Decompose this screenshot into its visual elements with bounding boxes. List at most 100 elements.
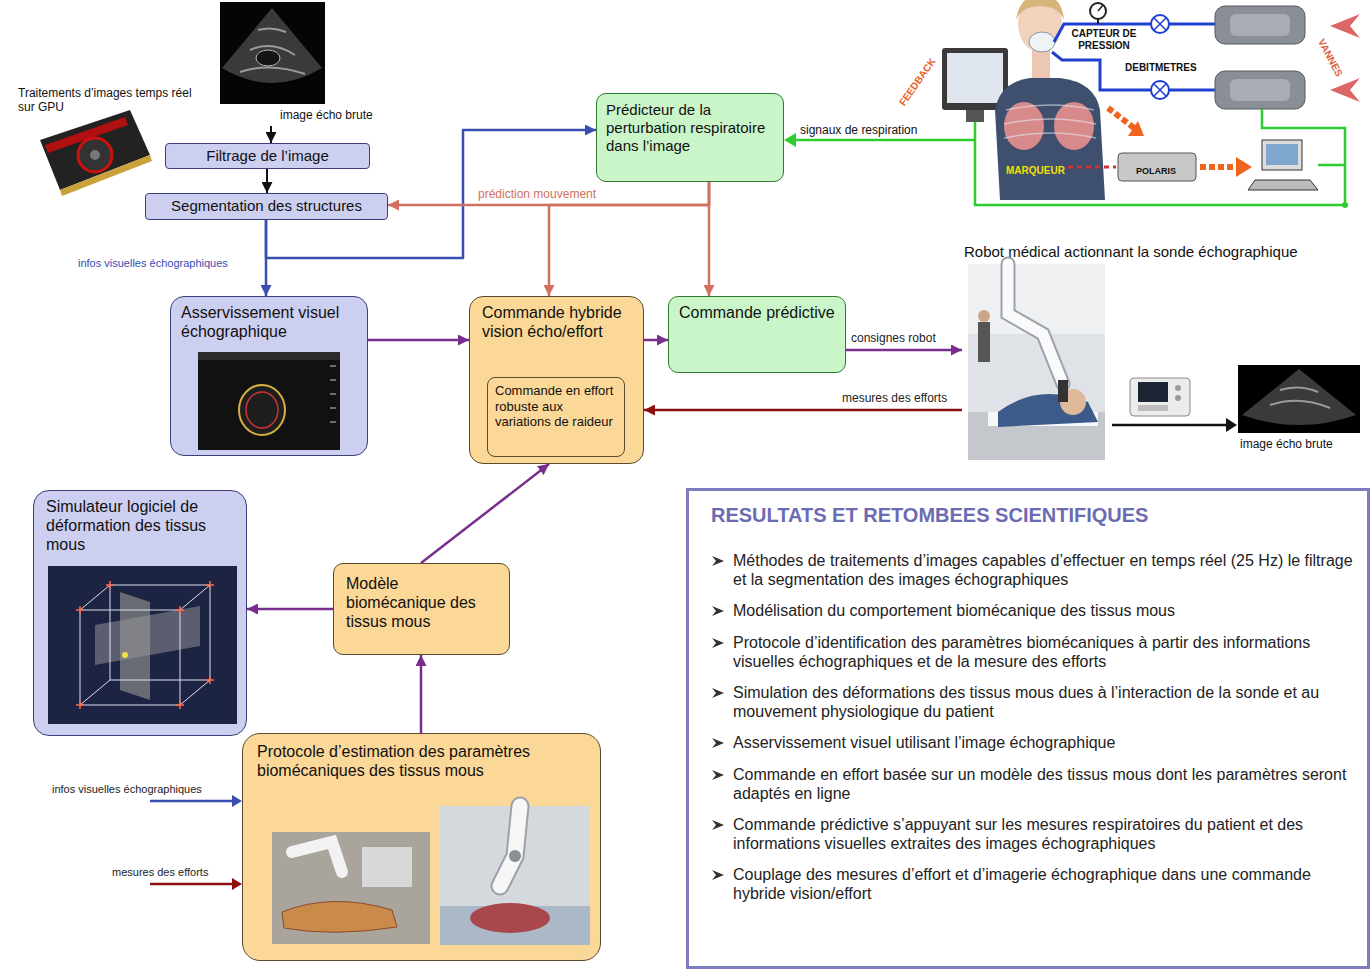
box-label: Commande hybride vision écho/effort: [482, 303, 633, 341]
box-label: Robot médical actionnant la sonde échogr…: [964, 243, 1330, 261]
edge-label-anchor: prédiction mouvement: [478, 187, 596, 201]
echo-image: [1238, 365, 1360, 433]
flow-arrow: [846, 349, 962, 352]
bullet-item: Simulation des déformations des tissus m…: [711, 683, 1355, 721]
respiration-setup: [1266, 144, 1298, 165]
predictor-box: Prédicteur de la perturbation respiratoi…: [596, 93, 784, 182]
bullet-text: Commande prédictive s’appuyant sur les m…: [733, 815, 1355, 853]
ultrasound-device: [1130, 378, 1190, 416]
box-label: Modèle biomécanique des tissus mous: [346, 574, 499, 632]
bullet-marker: [712, 638, 724, 648]
bullet-marker: [711, 736, 725, 750]
robot-node: Robot médical actionnant la sonde échogr…: [962, 242, 1334, 460]
ultrasound-device: [1138, 405, 1168, 411]
lab-photo: [500, 806, 520, 886]
ultrasound-device: [1226, 418, 1237, 432]
bullet-marker: [712, 870, 724, 880]
flow-arrow: [247, 608, 333, 611]
ultrasound-device: [1175, 385, 1181, 391]
annotation-anchor: mesures des efforts: [112, 866, 208, 879]
ultrasound-screenshot: [239, 385, 285, 435]
bullet-item: Protocole d’identification des paramètre…: [711, 633, 1355, 671]
ultrasound-device: [1138, 382, 1168, 402]
annotation-anchor: infos visuelles échographiques: [52, 783, 202, 796]
model-box: Modèle biomécanique des tissus mous: [333, 563, 510, 655]
bullet-item: Commande prédictive s’appuyant sur les m…: [711, 815, 1355, 853]
respiration-setup: [1342, 202, 1348, 208]
flow-arrow: [266, 169, 268, 193]
respiration-setup: [1248, 180, 1318, 190]
bullet-text: Commande en effort basée sur un modèle d…: [733, 765, 1355, 803]
ultrasound-device: [1112, 378, 1237, 432]
annotation-anchor: DEBITMETRES: [1125, 62, 1197, 74]
lab-photo: [282, 901, 397, 932]
bullet-item: Commande en effort basée sur un modèle d…: [711, 765, 1355, 803]
respiration-setup: [1215, 71, 1305, 109]
bullet-item: Couplage des mesures d’effort et d’image…: [711, 865, 1355, 903]
bullet-item: Modélisation du comportement biomécaniqu…: [711, 601, 1355, 620]
gpu-card: [78, 138, 112, 172]
bullet-marker: [712, 606, 724, 616]
bullet-marker: [711, 868, 725, 882]
box-label: Commande prédictive: [679, 303, 837, 322]
simulator-render: [80, 585, 210, 705]
results-panel: RESULTATS ET RETOMBEES SCIENTIFIQUESMéth…: [686, 488, 1370, 969]
lab-photo: [292, 842, 342, 872]
respiration-setup: [1004, 105, 1096, 138]
echo-image-node: image écho brute: [218, 2, 390, 126]
box-label: Simulateur logiciel de déformation des t…: [46, 497, 236, 555]
lab-photo: [440, 806, 590, 945]
bullet-text: Couplage des mesures d’effort et d’image…: [733, 865, 1355, 903]
annotation-label: FEEDBACK: [896, 54, 940, 110]
flow-arrow: [708, 182, 711, 296]
bullet-marker: [711, 768, 725, 782]
bullet-marker: [712, 738, 724, 748]
simulator-render: [110, 585, 210, 680]
respiration-setup: [1215, 6, 1305, 44]
gpu-card: [60, 155, 152, 196]
simulator-render: [122, 652, 128, 658]
respiration-setup: [1068, 166, 1116, 169]
ultrasound-screenshot: [330, 366, 336, 422]
flow-arrow: [388, 182, 709, 205]
lab-photo: [272, 832, 430, 944]
respiration-setup: [1262, 140, 1302, 170]
box-label: Protocole d’estimation des paramètres bi…: [257, 742, 588, 780]
control-box: Commande prédictive: [668, 296, 846, 373]
box-label: Filtrage de l’image: [172, 147, 363, 165]
respiration-setup: [1016, 0, 1064, 20]
respiration-setup: [794, 139, 975, 142]
gpu-card: [90, 150, 100, 160]
flow-arrow: [421, 464, 549, 563]
bullet-marker: [711, 636, 725, 650]
annotation-label: MARQUEUR: [1004, 165, 1067, 177]
echo-image: [220, 2, 325, 104]
simulator-render: [48, 566, 237, 724]
ultrasound-screenshot: [198, 352, 340, 450]
input-arrow: [150, 800, 234, 803]
bullet-marker: [712, 820, 724, 830]
annotation-label: signaux de respiration: [800, 123, 917, 137]
annotation-anchor: VANNES: [1313, 33, 1347, 83]
respiration-setup: [1200, 164, 1238, 170]
bullet-text: Simulation des déformations des tissus m…: [733, 683, 1355, 721]
annotation-label: Traitements d’images temps réel sur GPU: [18, 86, 208, 115]
ultrasound-device: [1175, 395, 1181, 401]
simulator-render: [76, 581, 214, 709]
respiration-setup: [1330, 78, 1360, 102]
edge-label: mesures des efforts: [842, 391, 947, 405]
ultrasound-screenshot: [246, 392, 278, 428]
echo-image: [1238, 365, 1360, 433]
respiration-setup: [1154, 84, 1166, 96]
edge-label: consignes robot: [851, 331, 936, 345]
respiration-setup: [1128, 121, 1144, 136]
respiration-setup: [1230, 79, 1290, 101]
box-label: image écho brute: [280, 108, 386, 122]
annotation-anchor: signaux de respiration: [800, 123, 917, 137]
flow-arrow: [420, 655, 423, 733]
bullet-text: Méthodes de traitements d’images capable…: [733, 551, 1355, 589]
robot-photo: [1008, 264, 1063, 384]
lab-photo: [509, 850, 521, 862]
bullet-item: Asservissement visuel utilisant l’image …: [711, 733, 1355, 752]
